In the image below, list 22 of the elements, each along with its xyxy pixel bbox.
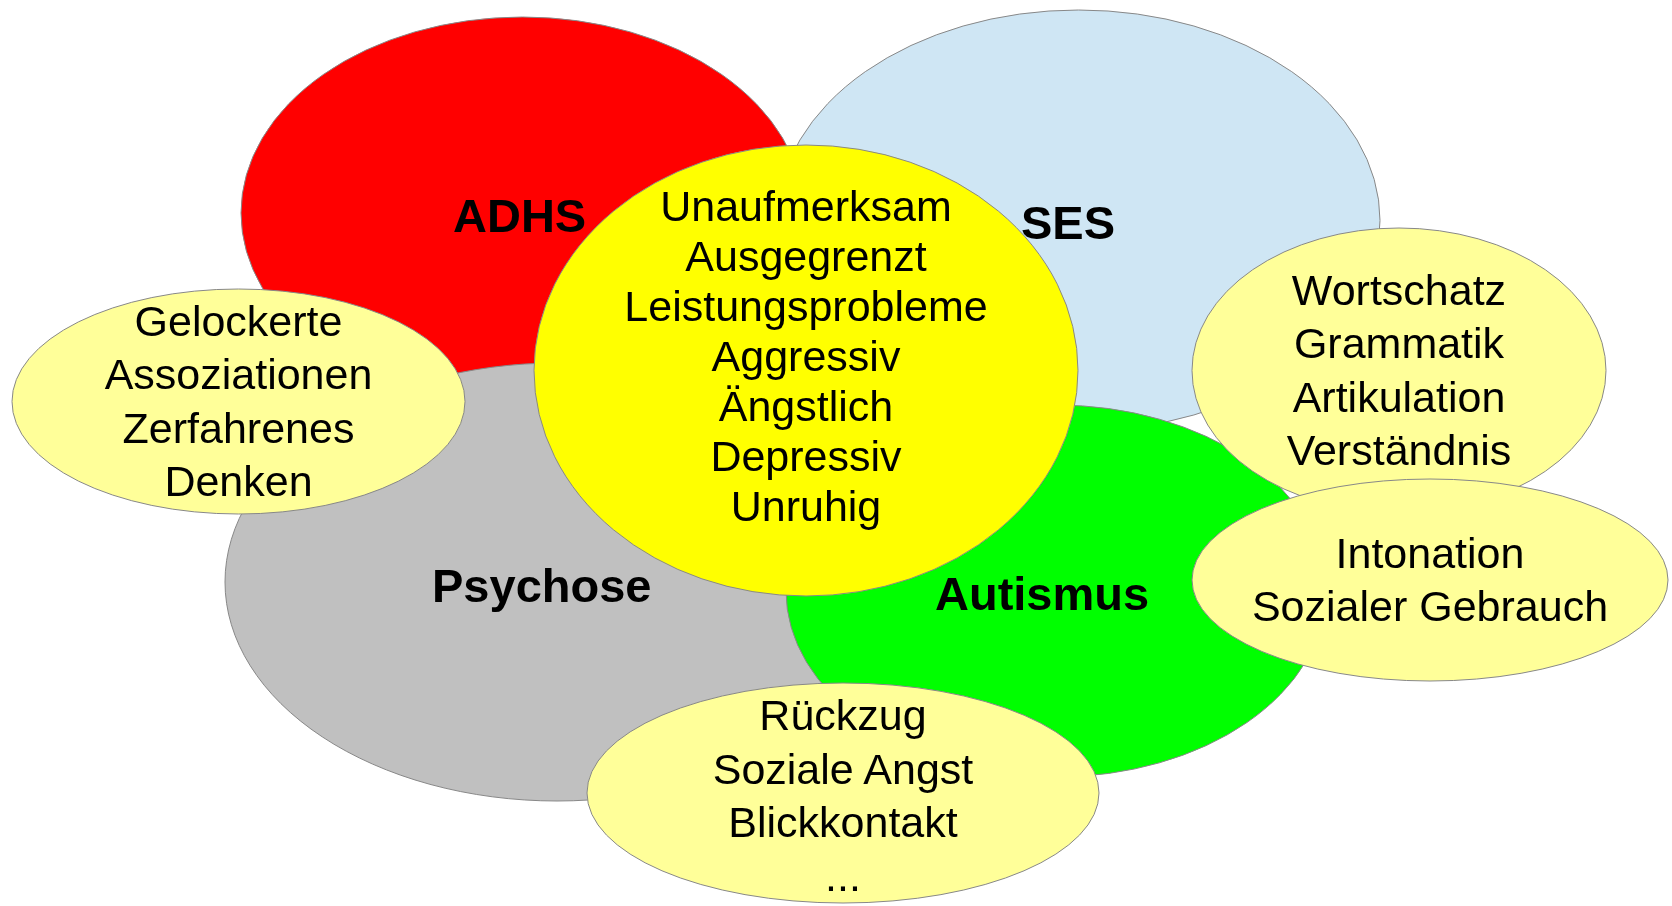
symptom-text: Ängstlich	[718, 380, 894, 431]
symptom-text: Wortschatz	[1291, 264, 1507, 316]
symptom-text: Sozialer Gebrauch	[1251, 581, 1609, 632]
symptom-text: Ausgegrenzt	[685, 230, 927, 281]
symptom-text: Depressiv	[710, 430, 902, 481]
symptom-text: Unruhig	[730, 480, 882, 531]
symptom-text: Rückzug	[759, 690, 927, 741]
symptom-text: Soziale Angst	[712, 743, 974, 795]
symptom-text: Leistungsprobleme	[624, 280, 988, 331]
symptom-text: Gelockerte Assoziationen	[103, 295, 374, 400]
symptom-text: Artikulation	[1292, 371, 1506, 423]
category-label: SES	[1021, 199, 1116, 246]
symptom-text: Blickkontakt	[728, 797, 958, 848]
category-label: Autismus	[935, 570, 1150, 617]
symptom-text: Verständnis	[1286, 425, 1512, 476]
symptom-text: Grammatik	[1293, 318, 1505, 369]
category-label: ADHS	[453, 192, 587, 239]
symptom-text: Intonation	[1335, 527, 1525, 579]
symptom-text: Zerfahrenes Denken	[121, 402, 356, 507]
symptom-text: Unaufmerksam	[660, 180, 952, 231]
symptom-text: Aggressiv	[711, 330, 901, 381]
symptom-text: ...	[825, 850, 861, 902]
